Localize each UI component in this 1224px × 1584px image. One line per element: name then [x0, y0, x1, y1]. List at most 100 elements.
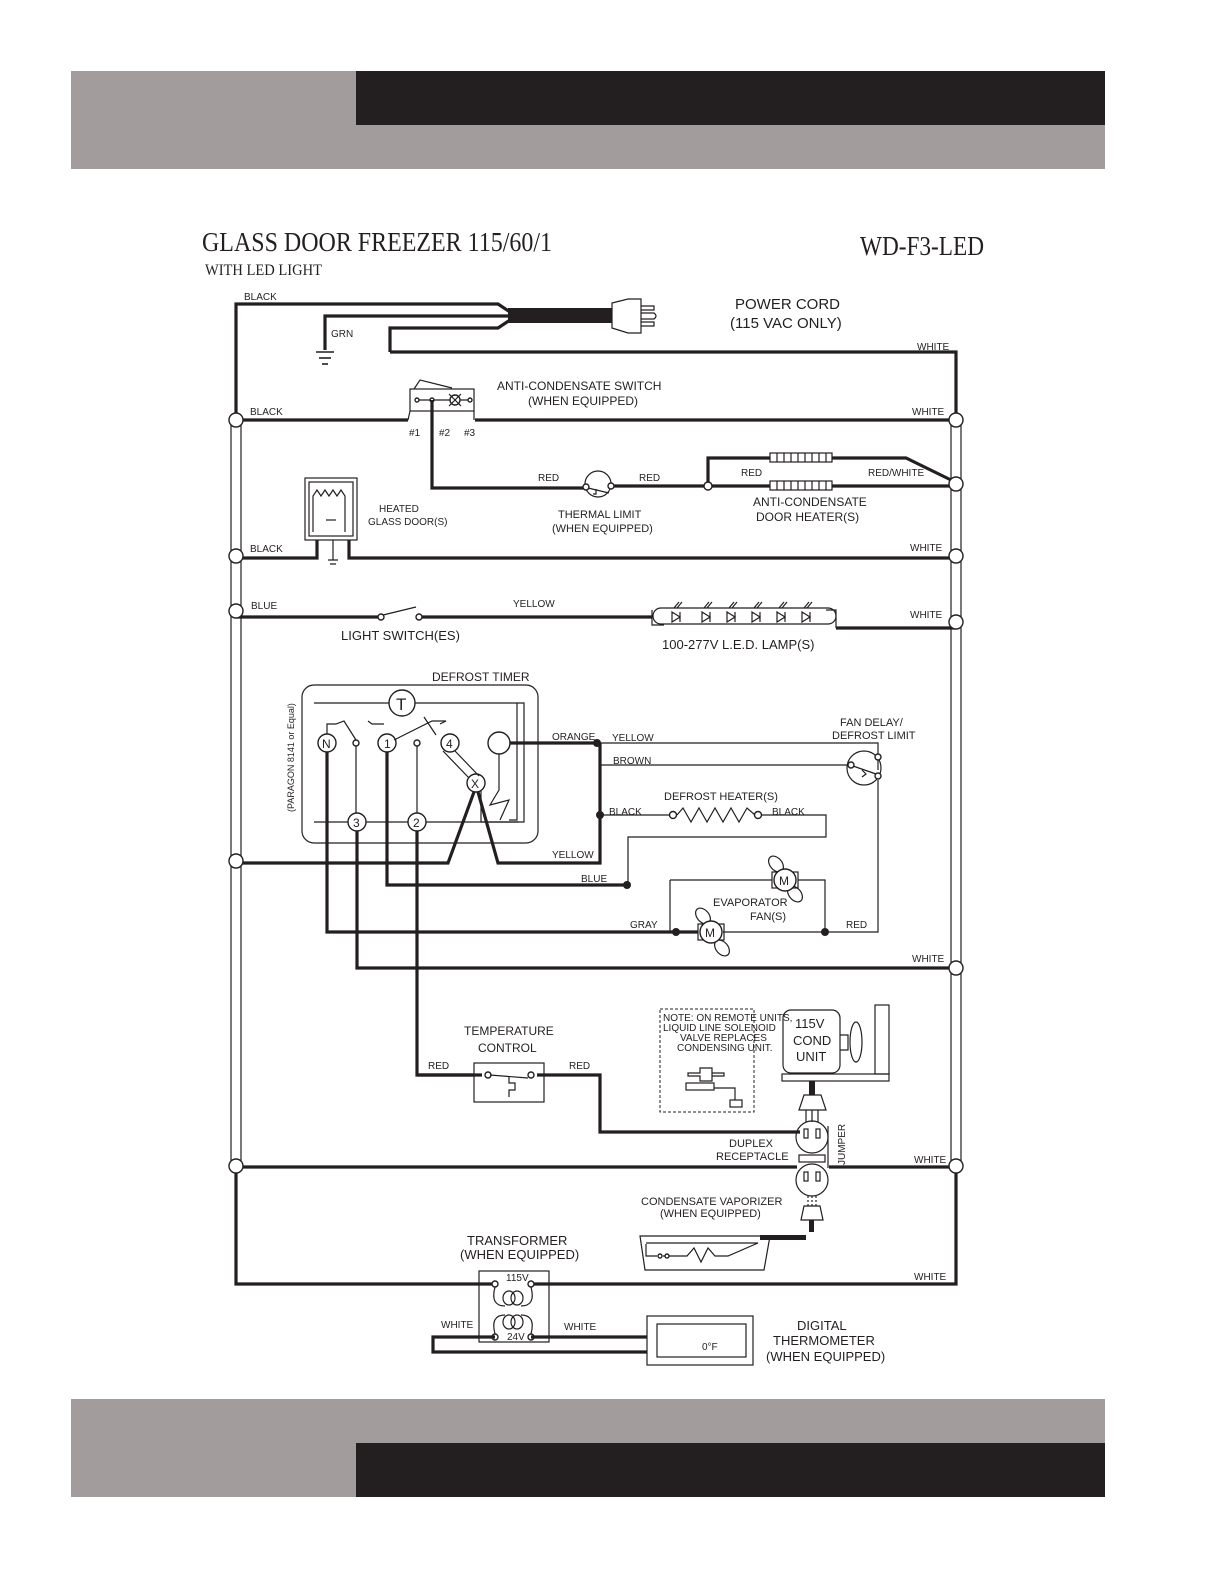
cond-unit-line: COND — [793, 1033, 831, 1048]
anti-condensate-switch-sublabel: (WHEN EQUIPPED) — [528, 394, 638, 408]
wire-label-red: RED — [741, 468, 762, 479]
wire-label-brown: BROWN — [613, 756, 651, 767]
remote-note-line: LIQUID LINE SOLENOID — [663, 1023, 776, 1034]
temperature-control — [417, 1062, 800, 1134]
duplex-sublabel: RECEPTACLE — [716, 1151, 789, 1163]
junction-dot — [672, 928, 680, 936]
wire-label-orange: ORANGE — [552, 732, 596, 743]
wire-label-red-white: RED/WHITE — [868, 468, 924, 479]
temperature-control-sublabel: CONTROL — [478, 1041, 537, 1055]
timer-wiring — [236, 742, 956, 1077]
led-light-circuit — [236, 601, 956, 630]
power-cord — [234, 298, 958, 415]
wire-label-white: WHITE — [912, 954, 945, 965]
junction-dot — [596, 811, 604, 819]
door-heater-label: ANTI-CONDENSATE — [753, 495, 867, 509]
remote-note-line: NOTE: ON REMOTE UNITS, — [663, 1013, 792, 1024]
jumper-label: JUMPER — [837, 1124, 848, 1165]
duplex-label: DUPLEX — [729, 1138, 774, 1150]
wire-label-black: BLACK — [772, 807, 805, 818]
timer-terminal-x: X — [471, 777, 479, 791]
heated-glass-label: HEATED — [379, 504, 419, 515]
remote-unit-note — [659, 1008, 755, 1113]
anti-condensate-switch-label: ANTI-CONDENSATE SWITCH — [497, 379, 661, 393]
wire-label-black: BLACK — [609, 807, 642, 818]
led-lamp-label: 100-277V L.E.D. LAMP(S) — [662, 637, 814, 652]
defrost-timer — [301, 684, 596, 844]
heated-glass-sublabel: GLASS DOOR(S) — [368, 517, 447, 528]
wire-label-black: BLACK — [244, 292, 277, 303]
diagram-subtitle: WITH LED LIGHT — [205, 262, 322, 279]
header-band-dark — [356, 71, 1105, 125]
vaporizer-sublabel: (WHEN EQUIPPED) — [660, 1208, 761, 1220]
footer-band-dark — [356, 1443, 1105, 1497]
wire-label-black: BLACK — [250, 407, 283, 418]
thermal-limit-label: THERMAL LIMIT — [558, 509, 642, 521]
duplex-receptacle — [236, 1120, 956, 1232]
evaporator-fan-lower — [695, 907, 730, 957]
thermometer-label: DIGITAL — [797, 1318, 847, 1333]
right-rail — [950, 415, 962, 1168]
cond-unit-line: 115V — [795, 1016, 825, 1031]
wire-label-red: RED — [569, 1061, 590, 1072]
evaporator-fan-motor-label: M — [705, 926, 715, 940]
wire-label-blue: BLUE — [251, 601, 277, 612]
wire-label-white: WHITE — [910, 610, 943, 621]
switch-terminal-3: #3 — [464, 428, 476, 439]
thermometer-reading: 0°F — [702, 1342, 718, 1353]
condensing-unit — [781, 1004, 890, 1122]
wire-label-red: RED — [846, 920, 867, 931]
transformer-secondary-label: 24V — [507, 1332, 525, 1343]
diagram-title: GLASS DOOR FREEZER 115/60/1 — [202, 227, 552, 257]
timer-terminal-3: 3 — [353, 816, 360, 830]
thermal-limit — [582, 470, 708, 498]
wire-label-black: BLACK — [250, 544, 283, 555]
wire-label-white: WHITE — [917, 342, 950, 353]
wire-label-red: RED — [639, 473, 660, 484]
wire-label-red: RED — [428, 1061, 449, 1072]
evaporator-fan-sublabel: FAN(S) — [750, 911, 786, 923]
wire-label-white: WHITE — [914, 1155, 947, 1166]
remote-note-line: CONDENSING UNIT. — [677, 1043, 773, 1054]
thermometer-when-equipped: (WHEN EQUIPPED) — [766, 1349, 885, 1364]
power-cord-sublabel: (115 VAC ONLY) — [730, 315, 842, 332]
wire-label-yellow: YELLOW — [612, 733, 654, 744]
thermal-limit-sublabel: (WHEN EQUIPPED) — [552, 523, 653, 535]
anti-condensate-door-heaters — [703, 452, 952, 491]
transformer-sublabel: (WHEN EQUIPPED) — [460, 1247, 579, 1262]
model-number: WD-F3-LED — [860, 231, 984, 261]
thermometer-sublabel: THERMOMETER — [773, 1333, 875, 1348]
wire-label-yellow: YELLOW — [552, 850, 594, 861]
vaporizer-label: CONDENSATE VAPORIZER — [641, 1196, 782, 1208]
wire-label-white: WHITE — [914, 1272, 947, 1283]
junction-dot — [821, 928, 829, 936]
fan-delay-sublabel: DEFROST LIMIT — [832, 730, 916, 742]
switch-terminal-1: #1 — [409, 428, 421, 439]
fan-delay-defrost-limit — [846, 750, 882, 786]
power-cord-label: POWER CORD — [735, 296, 840, 313]
switch-terminal-2: #2 — [439, 428, 451, 439]
transformer — [234, 1168, 958, 1354]
wire-label-grn: GRN — [331, 329, 353, 340]
timer-terminal-n: N — [322, 737, 331, 751]
timer-terminal-2: 2 — [413, 816, 420, 830]
defrost-timer-note: (PARAGON 8141 or Equal) — [286, 703, 296, 812]
transformer-primary-label: 115V — [506, 1273, 529, 1284]
defrost-timer-label: DEFROST TIMER — [432, 670, 530, 684]
defrost-heater-label: DEFROST HEATER(S) — [664, 791, 778, 803]
wire-label-white: WHITE — [564, 1322, 597, 1333]
junction-dot — [623, 881, 631, 889]
evaporator-fan-upper — [768, 855, 803, 903]
wire-label-white: WHITE — [912, 407, 945, 418]
junction-dot — [593, 739, 601, 747]
fan-delay-label: FAN DELAY/ — [840, 717, 904, 729]
wire-label-gray: GRAY — [630, 920, 658, 931]
evaporator-fan-label: EVAPORATOR — [713, 897, 788, 909]
wire-label-white: WHITE — [910, 543, 943, 554]
light-switch-label: LIGHT SWITCH(ES) — [341, 628, 460, 643]
condensate-vaporizer — [639, 1235, 806, 1271]
heated-glass-door — [236, 477, 956, 565]
door-heater-sublabel: DOOR HEATER(S) — [756, 510, 859, 524]
timer-terminal-1: 1 — [384, 737, 391, 751]
wire-label-white: WHITE — [441, 1320, 474, 1331]
